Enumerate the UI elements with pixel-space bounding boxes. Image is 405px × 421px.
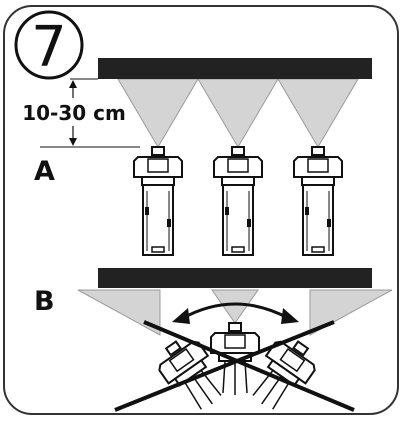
distance-label: 10-30 cm xyxy=(22,101,126,125)
sweep-arrow-icon xyxy=(172,302,299,324)
spray-cone xyxy=(277,78,359,148)
sprayer-device xyxy=(213,146,263,256)
step-number-badge: 7 xyxy=(14,10,84,80)
label-a: A xyxy=(34,156,55,187)
panel-b: B xyxy=(34,268,393,419)
spray-cone xyxy=(211,289,259,324)
target-surface-bar xyxy=(98,268,372,288)
spray-cone xyxy=(117,78,199,148)
incorrect-cross-icon xyxy=(114,320,355,412)
sprayer-device xyxy=(293,146,343,256)
label-b: B xyxy=(34,286,55,317)
distance-dimension: 10-30 cm xyxy=(22,78,140,148)
target-surface-bar xyxy=(98,58,372,79)
spray-cone xyxy=(77,289,161,336)
sprayer-device xyxy=(133,146,183,256)
panel-frame xyxy=(3,5,399,415)
panel-a: 10-30 cm A xyxy=(22,58,372,256)
step-number-text: 7 xyxy=(31,15,67,80)
spray-cone xyxy=(197,78,279,148)
